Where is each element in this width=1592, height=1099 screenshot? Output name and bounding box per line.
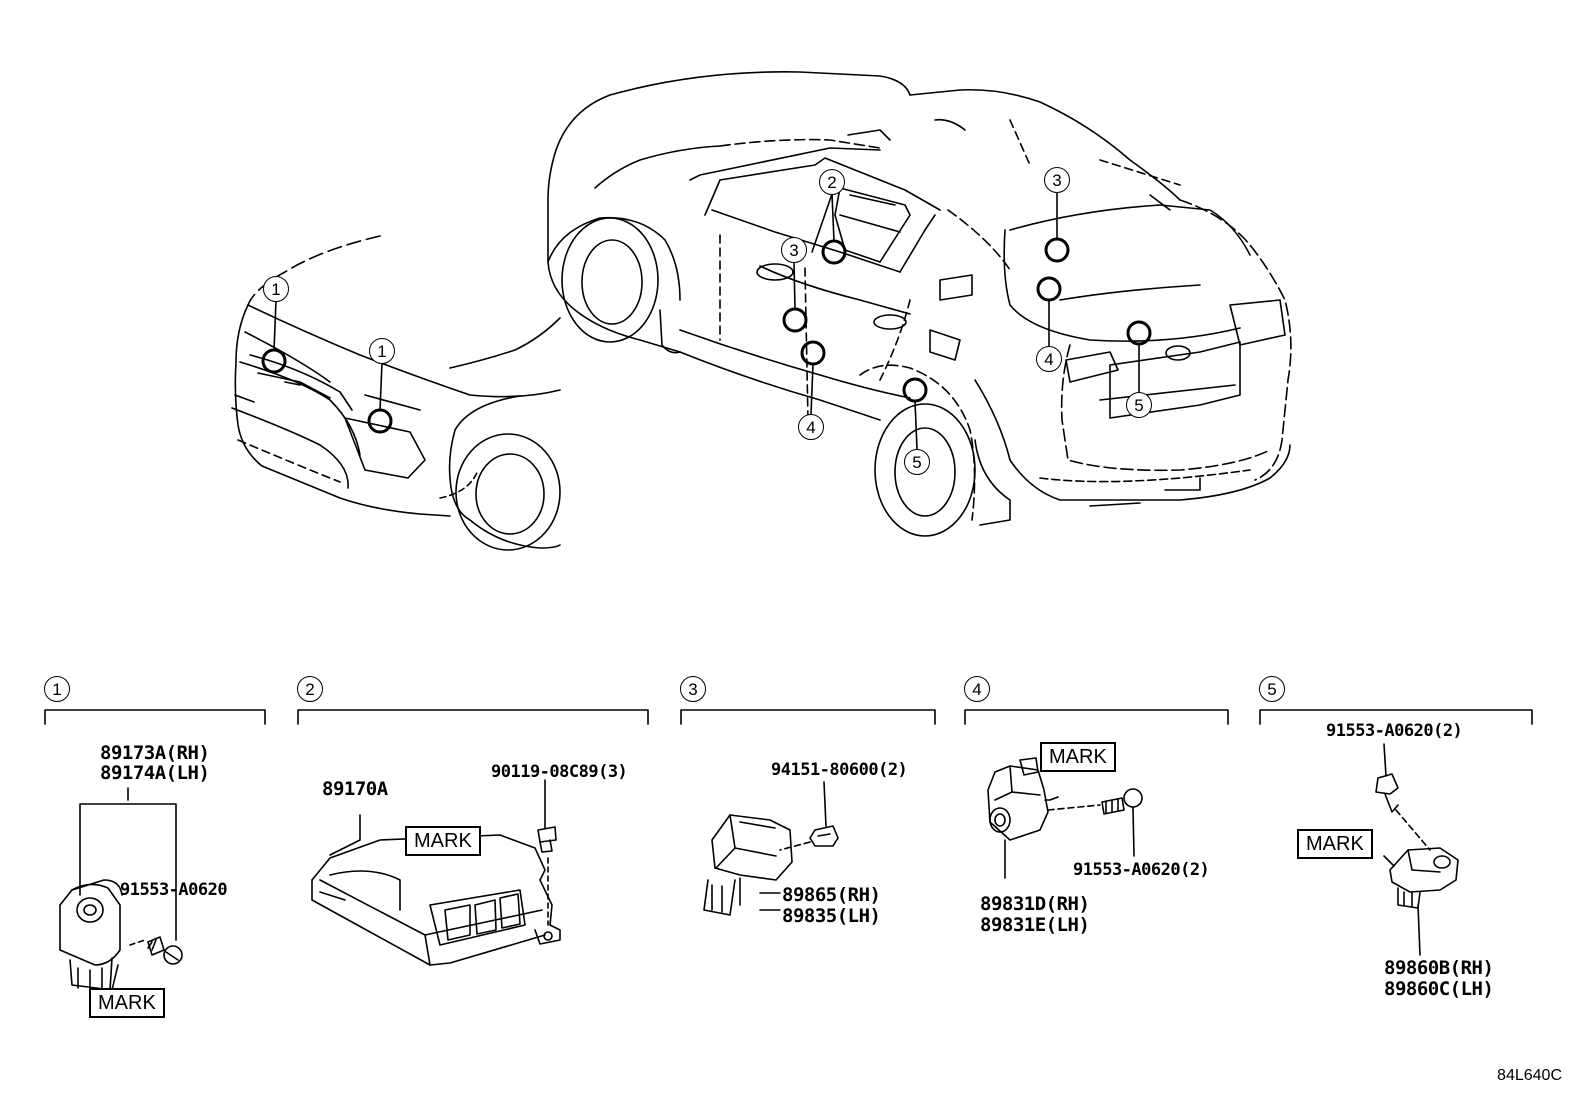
callout-5-rh: 5: [1126, 392, 1152, 418]
group-number-4: 4: [964, 676, 990, 702]
group-number-3: 3: [680, 676, 706, 702]
callout-leader-lines: [273, 191, 1140, 450]
location-marker-1-lh: [367, 408, 393, 434]
mark-label: MARK: [89, 988, 165, 1018]
group-brackets: [44, 709, 1533, 725]
part-number-89174a-lh: 89174A(LH): [100, 762, 210, 784]
front-airbag-sensor-drawing: [59, 787, 183, 991]
callout-1-lh: 1: [369, 338, 395, 364]
callout-4-rh: 4: [1036, 346, 1062, 372]
rear-vehicle-illustration: [547, 71, 1292, 537]
location-marker-1-rh: [261, 348, 287, 374]
part-number-89173a-rh: 89173A(RH): [100, 742, 210, 764]
side-airbag-sensor-drawing: [703, 781, 839, 916]
nut-part-number: 94151-80600(2): [771, 760, 908, 780]
bolt-part-number: 91553-A0620(2): [1326, 721, 1463, 741]
part-number-89865-rh: 89865(RH): [782, 884, 881, 906]
mark-label: MARK: [1297, 829, 1373, 859]
bolt-part-number: 90119-08C89(3): [491, 762, 628, 782]
location-marker-4-lh: [800, 340, 826, 366]
mark-label: MARK: [405, 826, 481, 856]
callout-1-rh: 1: [263, 276, 289, 302]
part-number-89170a: 89170A: [322, 778, 388, 800]
location-marker-4-rh: [1036, 276, 1062, 302]
bolt-part-number: 91553-A0620: [120, 880, 228, 900]
callout-3-lh: 3: [781, 237, 807, 263]
part-number-89860c-lh: 89860C(LH): [1384, 978, 1494, 1000]
part-number-89831d-rh: 89831D(RH): [980, 893, 1090, 915]
airbag-ecu-drawing: [311, 779, 561, 966]
rear-airbag-sensor-drawing: [1375, 743, 1459, 956]
location-marker-5-lh: [902, 377, 928, 403]
group-number-5: 5: [1259, 676, 1285, 702]
front-vehicle-illustration: [231, 235, 561, 551]
group-number-1: 1: [44, 676, 70, 702]
callout-3-rh: 3: [1044, 167, 1070, 193]
callout-5-lh: 5: [904, 449, 930, 475]
part-number-89835-lh: 89835(LH): [782, 905, 881, 927]
callout-2: 2: [819, 169, 845, 195]
part-number-89860b-rh: 89860B(RH): [1384, 957, 1494, 979]
callout-4-lh: 4: [798, 414, 824, 440]
location-marker-3-lh: [782, 307, 808, 333]
group-number-2: 2: [297, 676, 323, 702]
part-number-89831e-lh: 89831E(LH): [980, 914, 1090, 936]
mark-label: MARK: [1040, 742, 1116, 772]
drawing-code: 84L640C: [1497, 1067, 1562, 1084]
bolt-part-number: 91553-A0620(2): [1073, 860, 1210, 880]
rear-side-airbag-sensor-drawing: [987, 757, 1143, 879]
location-marker-3-rh: [1044, 237, 1070, 263]
